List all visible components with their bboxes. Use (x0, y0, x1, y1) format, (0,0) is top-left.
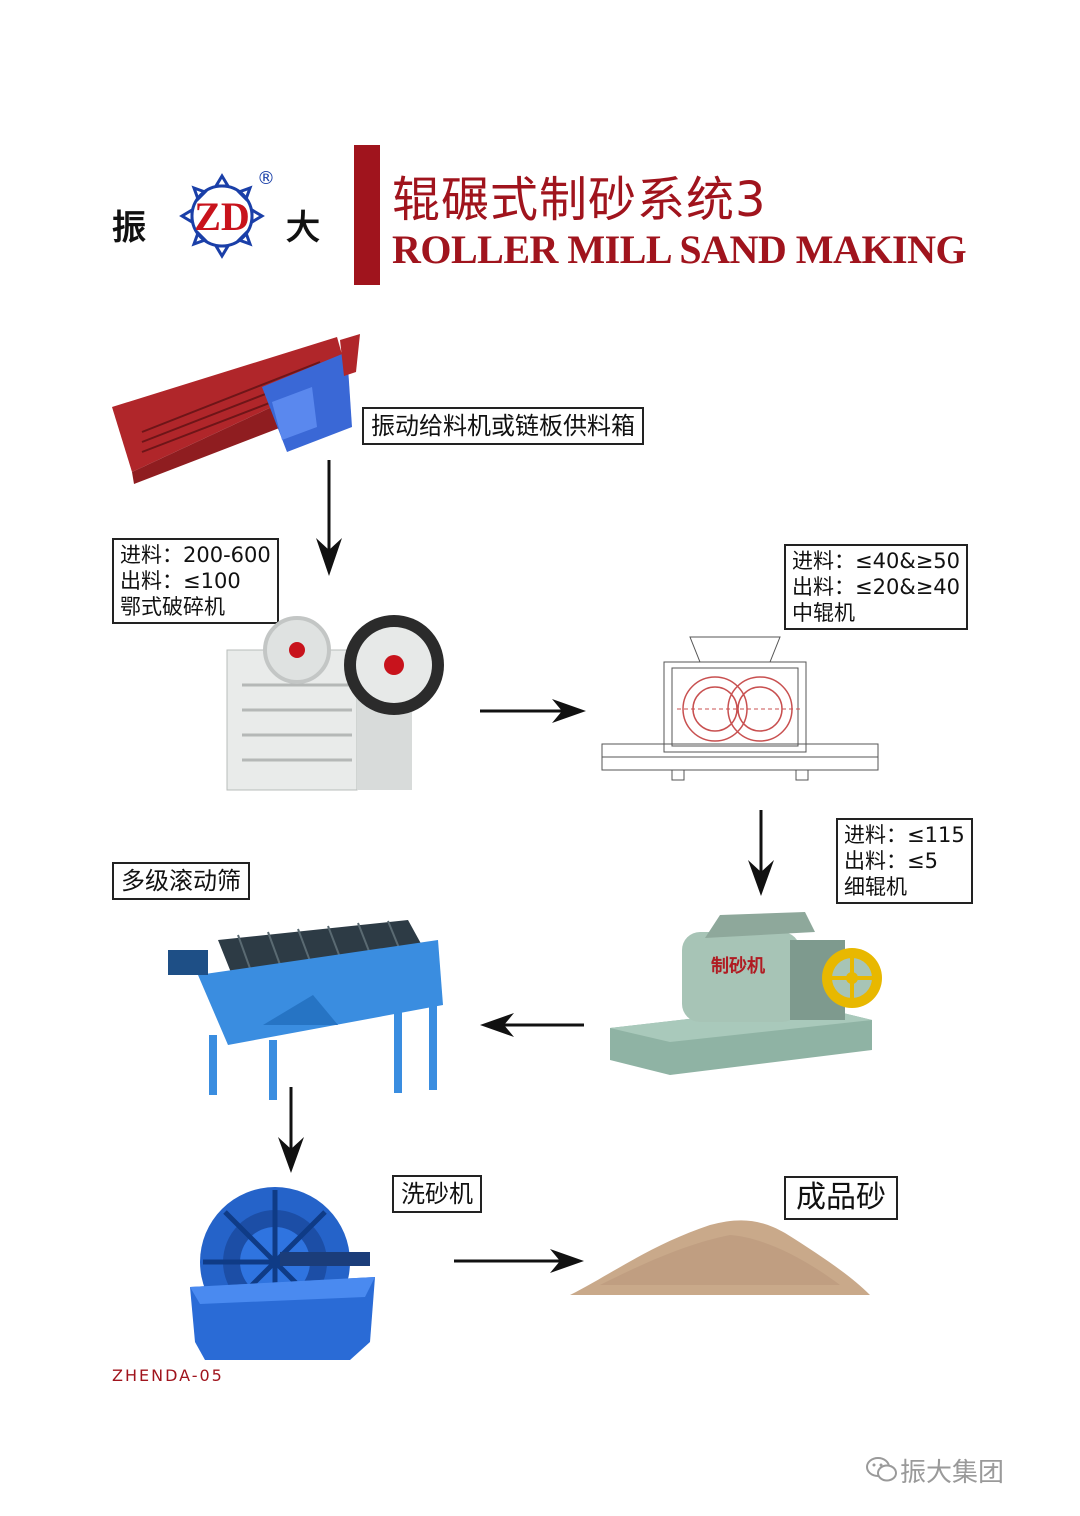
screen-label: 多级滚动筛 (112, 862, 250, 900)
fine-roller-name: 细辊机 (844, 875, 907, 899)
medium-roller-feed: 进料：≤40&≥50 (792, 549, 961, 573)
fine-roller-feed: 进料：≤115 (844, 823, 965, 847)
jaw-crusher-name: 鄂式破碎机 (120, 595, 225, 619)
gear-icon (179, 173, 265, 259)
arrow-down-2 (748, 810, 774, 896)
medium-roller-name: 中辊机 (792, 601, 855, 625)
jaw-crusher-spec: 进料：200-600 出料：≤100 鄂式破碎机 (112, 538, 279, 624)
sand-washer-image (190, 1187, 375, 1360)
product-label: 成品砂 (784, 1176, 898, 1220)
registered-mark: ® (257, 168, 275, 189)
rotary-screen-image (168, 920, 443, 1100)
jaw-crusher-output: 出料：≤100 (120, 569, 241, 593)
medium-roller-spec: 进料：≤40&≥50 出料：≤20&≥40 中辊机 (784, 544, 969, 630)
page-title-cn: 辊碾式制砂系统3 (392, 172, 767, 228)
arrow-left (480, 1013, 584, 1037)
page-code: ZHENDA-05 (112, 1366, 224, 1385)
title-accent-bar (354, 145, 380, 285)
washer-label: 洗砂机 (392, 1175, 482, 1213)
arrow-right-2 (454, 1249, 584, 1273)
jaw-crusher-image (226, 615, 444, 791)
feeder-label: 振动给料机或链板供料箱 (362, 407, 644, 445)
arrow-right-1 (480, 699, 586, 723)
wechat-account: 振大集团 (900, 1458, 1005, 1488)
fine-roller-output: 出料：≤5 (844, 849, 938, 873)
brand-char-left: 振 (112, 208, 146, 248)
fine-roller-spec: 进料：≤115 出料：≤5 细辊机 (836, 818, 973, 904)
arrow-down-3 (278, 1087, 304, 1173)
fine-roller-image: 制砂机 (610, 912, 882, 1075)
vibrating-feeder-image (112, 334, 360, 484)
fine-roller-plate-text: 制砂机 (711, 955, 765, 977)
medium-roller-drawing (601, 636, 879, 781)
jaw-crusher-feed: 进料：200-600 (120, 543, 271, 567)
wechat-icon (866, 1457, 897, 1482)
arrow-down-1 (316, 460, 342, 576)
brand-char-right: 大 (286, 208, 320, 248)
zhenda-logo: ZD ® (179, 168, 275, 259)
finished-sand-image (570, 1220, 870, 1295)
page-title-en: ROLLER MILL SAND MAKING (392, 227, 967, 272)
medium-roller-output: 出料：≤20&≥40 (792, 575, 961, 599)
logo-letters: ZD (194, 194, 250, 239)
